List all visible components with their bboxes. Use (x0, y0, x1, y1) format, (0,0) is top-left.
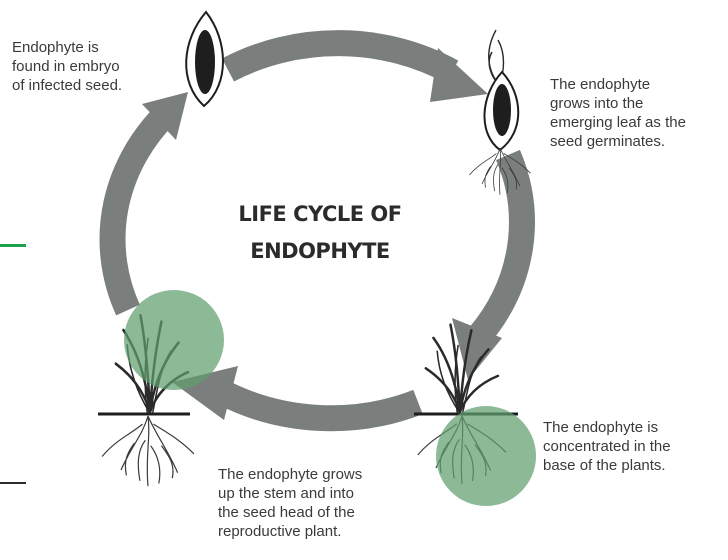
stage-label-germination: The endophyte grows into the emerging le… (550, 75, 722, 151)
title-line-2: ENDOPHYTE (205, 233, 435, 270)
diagram-title: LIFE CYCLE OF ENDOPHYTE (205, 196, 435, 270)
endophyte-base-highlight (436, 406, 536, 506)
stage-label-plant-base: The endophyte is concentrated in the bas… (543, 418, 718, 475)
stage-label-seed-head: The endophyte grows up the stem and into… (218, 465, 408, 541)
endophyte-stem-highlight (124, 290, 224, 390)
cycle-arrow-right (452, 155, 522, 380)
stage-label-infected-seed: Endophyte is found in embryo of infected… (12, 38, 172, 95)
infected-seed-icon (186, 12, 223, 106)
cycle-arrow-left (113, 92, 188, 310)
cycle-arrow-top (228, 43, 488, 102)
title-line-1: LIFE CYCLE OF (205, 196, 435, 233)
